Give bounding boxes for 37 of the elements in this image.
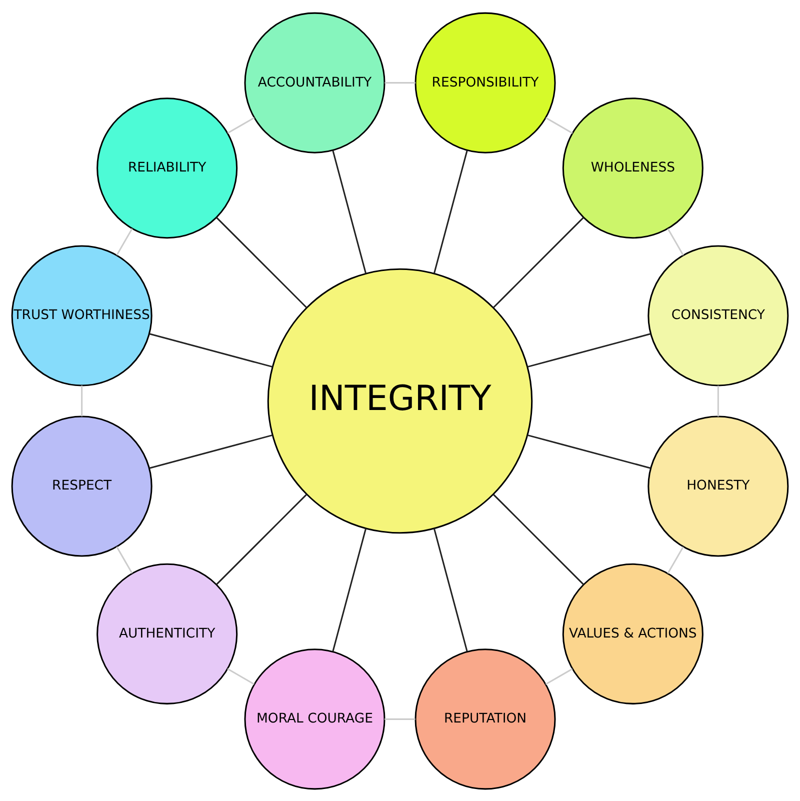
node-circle: CONSISTENCY	[648, 244, 789, 386]
connector	[332, 528, 367, 652]
node-circle: RESPECT	[11, 415, 152, 556]
node-circle: RESPONSIBILITY	[414, 12, 556, 153]
node-circle: INTEGRITY	[267, 268, 533, 534]
connector	[216, 493, 308, 584]
connector	[546, 116, 573, 134]
connector	[149, 434, 273, 468]
connector	[492, 493, 584, 584]
connector	[527, 332, 651, 368]
connector	[81, 385, 83, 416]
node-circle: TRUST WORTHINESS	[11, 244, 152, 386]
connector	[116, 546, 133, 574]
node-circle: WHOLENESS	[562, 97, 704, 238]
connector	[667, 228, 684, 256]
connector	[216, 216, 308, 308]
node-circle: HONESTY	[648, 415, 789, 556]
connector	[433, 528, 468, 652]
node-circle: ACCOUNTABILITY	[244, 12, 386, 153]
connector	[667, 546, 684, 574]
node-circle: MORAL COURAGE	[244, 648, 386, 790]
connector	[527, 434, 651, 468]
connector	[433, 150, 468, 274]
connector	[227, 116, 255, 134]
connector	[149, 332, 273, 368]
connector	[384, 718, 416, 720]
node-circle: VALUES & ACTIONS	[562, 562, 704, 704]
node-circle: AUTHENTICITY	[96, 562, 238, 704]
connector	[227, 668, 254, 684]
connector	[116, 228, 133, 255]
connector	[384, 82, 416, 84]
connector	[332, 150, 367, 274]
connector	[717, 385, 719, 416]
node-circle: REPUTATION	[414, 648, 556, 790]
node-circle: RELIABILITY	[96, 97, 238, 238]
connector	[492, 216, 584, 308]
connector	[545, 668, 573, 684]
